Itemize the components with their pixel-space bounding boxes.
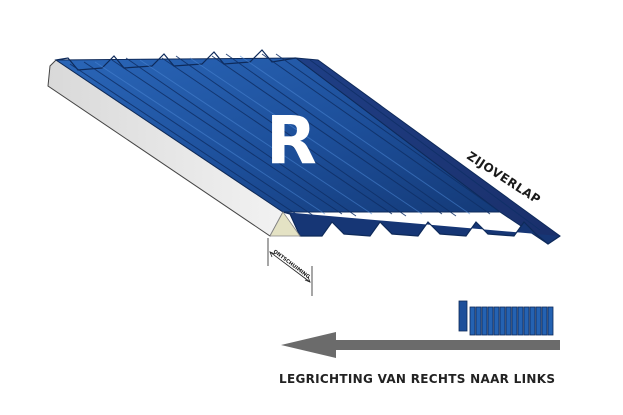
trim-label: ONTSCHUIMING [272,249,311,280]
panel-stack-icon [458,300,554,336]
direction-arrow-icon [281,332,560,358]
panel-rib-lines [69,53,541,231]
foam-core-end [269,211,301,237]
panel-front-profile [282,211,561,245]
panel-letter: R [266,102,317,179]
laying-direction-label: LEGRICHTING VAN RECHTS NAAR LINKS [279,372,555,386]
panel-highlights [94,55,471,215]
panel-ribs-top [55,49,297,71]
trim-dimension [267,238,313,296]
